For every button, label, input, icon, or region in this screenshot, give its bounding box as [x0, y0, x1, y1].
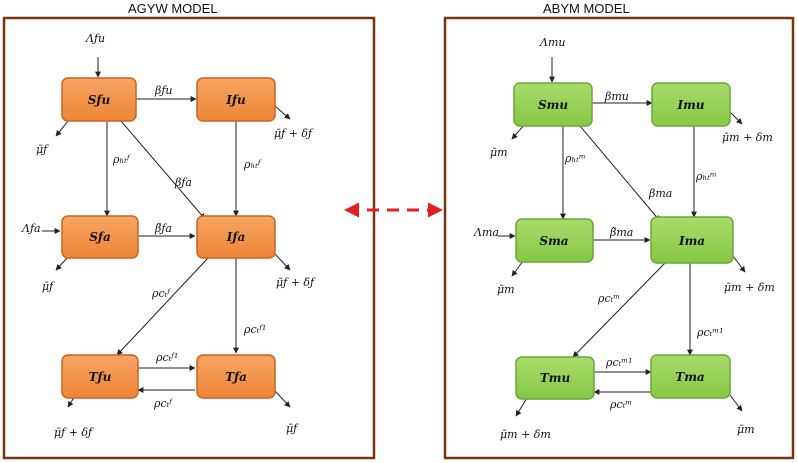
edge-tma-death — [729, 394, 743, 412]
edge-ima-tmu — [572, 262, 666, 358]
node-tmu-label: Tmu — [540, 371, 571, 385]
agyw-frame — [2, 16, 376, 460]
edge-sfa-death — [55, 256, 69, 271]
label-rho-ct-diag: ρcₜᶠ — [151, 287, 171, 300]
label-rho-ht-right-m: ρₕₜᵐ — [695, 170, 717, 183]
node-tma: Tma — [650, 354, 731, 399]
node-ima-label: Ima — [678, 234, 705, 248]
agyw-title: AGYW MODEL — [128, 1, 218, 16]
label-mu-imu: μ̄m + δm — [722, 131, 773, 144]
node-sfu-label: Sƒu — [88, 93, 111, 107]
edge-smu-ima — [579, 125, 661, 222]
label-mu-sfa: μ̄ƒ — [42, 280, 55, 293]
label-mu-ifa: μ̄ƒ + δƒ — [276, 276, 316, 289]
label-mu-tfu: μ̄ƒ + δƒ — [54, 426, 94, 439]
label-rho-ct1-horiz-m: ρcₜᵐ¹ — [605, 356, 633, 369]
label-rho-ct-back-m: ρcₜᵐ — [609, 398, 632, 411]
label-rho-ht-right: ρₕₜᶠ — [243, 158, 262, 171]
edge-tmu-death — [515, 397, 528, 417]
node-tfa-label: Tƒa — [225, 370, 247, 384]
label-beta-ma: βma — [648, 187, 672, 200]
label-lambda-ma: Λma — [473, 226, 499, 239]
label-mu-sma: μ̄m — [497, 283, 515, 296]
node-sma: Sma — [515, 218, 594, 263]
label-beta-mu: βmu — [604, 90, 629, 103]
edge-sfu-ifa — [120, 120, 206, 220]
edge-smu-death — [511, 124, 525, 140]
abym-edges — [498, 57, 746, 417]
edge-tfa-death — [274, 390, 291, 408]
label-rho-ht-left-m: ρₕₜᵐ — [564, 152, 586, 165]
label-mu-tma: μ̄m — [737, 423, 755, 436]
label-mu-ima: μ̄m + δm — [724, 281, 775, 294]
node-smu-label: Smu — [538, 98, 568, 112]
label-beta-tilde-fa: β̃ƒa — [154, 222, 172, 235]
node-smu: Smu — [513, 82, 593, 127]
edge-imu-death — [729, 111, 743, 125]
label-rho-ct-diag-m: ρcₜᵐ — [597, 292, 620, 305]
label-lambda-mu: Λmu — [539, 36, 565, 49]
node-tfu: Tƒu — [61, 354, 139, 399]
node-tma-label: Tma — [675, 370, 704, 384]
label-mu-smu: μ̄m — [490, 146, 508, 159]
label-rho-ct1-horiz: ρcₜᶠ¹ — [155, 351, 178, 364]
label-rho-ct-back: ρcₜᶠ — [153, 397, 173, 410]
node-tmu: Tmu — [515, 356, 595, 400]
label-lambda-fa: Λƒa — [21, 222, 41, 235]
node-imu: Imu — [651, 82, 731, 127]
edge-ifa-tfu — [116, 257, 209, 356]
abym-frame — [443, 16, 795, 460]
node-imu-label: Imu — [676, 98, 704, 112]
node-ima: Ima — [650, 216, 734, 264]
label-beta-fu: βƒu — [154, 84, 173, 97]
label-beta-fa: βƒa — [174, 176, 192, 189]
node-sma-label: Sma — [539, 234, 568, 248]
label-mu-sfu: μ̄ƒ — [36, 143, 49, 156]
node-sfa-label: Sƒa — [89, 230, 111, 244]
node-tfu-label: Tƒu — [89, 370, 112, 384]
node-ifu-label: Iƒu — [225, 93, 246, 107]
label-mu-tfa: μ̄ƒ — [286, 422, 299, 435]
label-mu-tmu: μ̄m + δm — [500, 428, 551, 441]
edge-sma-death — [511, 260, 524, 277]
edge-sfu-death — [55, 120, 69, 137]
node-sfu: Sƒu — [61, 77, 137, 122]
node-sfa: Sƒa — [61, 215, 139, 259]
label-rho-ht-left: ρₕₜᶠ — [112, 153, 131, 166]
node-ifa: Iƒa — [196, 215, 276, 259]
node-ifu: Iƒu — [196, 77, 276, 122]
label-lambda-fu: Λƒu — [85, 32, 105, 45]
node-tfa: Tƒa — [196, 354, 276, 399]
label-rho-ct1-vert: ρcₜᶠ¹ — [243, 323, 266, 336]
edge-ima-death — [732, 255, 746, 273]
node-ifa-label: Iƒa — [226, 230, 246, 244]
agyw-edges — [42, 57, 291, 408]
abym-title: ABYM MODEL — [543, 1, 630, 16]
label-mu-ifu: μ̄ƒ + δƒ — [274, 127, 314, 140]
label-beta-tilde-ma: β̃ma — [609, 226, 633, 239]
edge-ifu-death — [274, 105, 291, 120]
label-rho-ct1-vert-m: ρcₜᵐ¹ — [696, 326, 724, 339]
edge-ifa-death — [274, 253, 291, 271]
